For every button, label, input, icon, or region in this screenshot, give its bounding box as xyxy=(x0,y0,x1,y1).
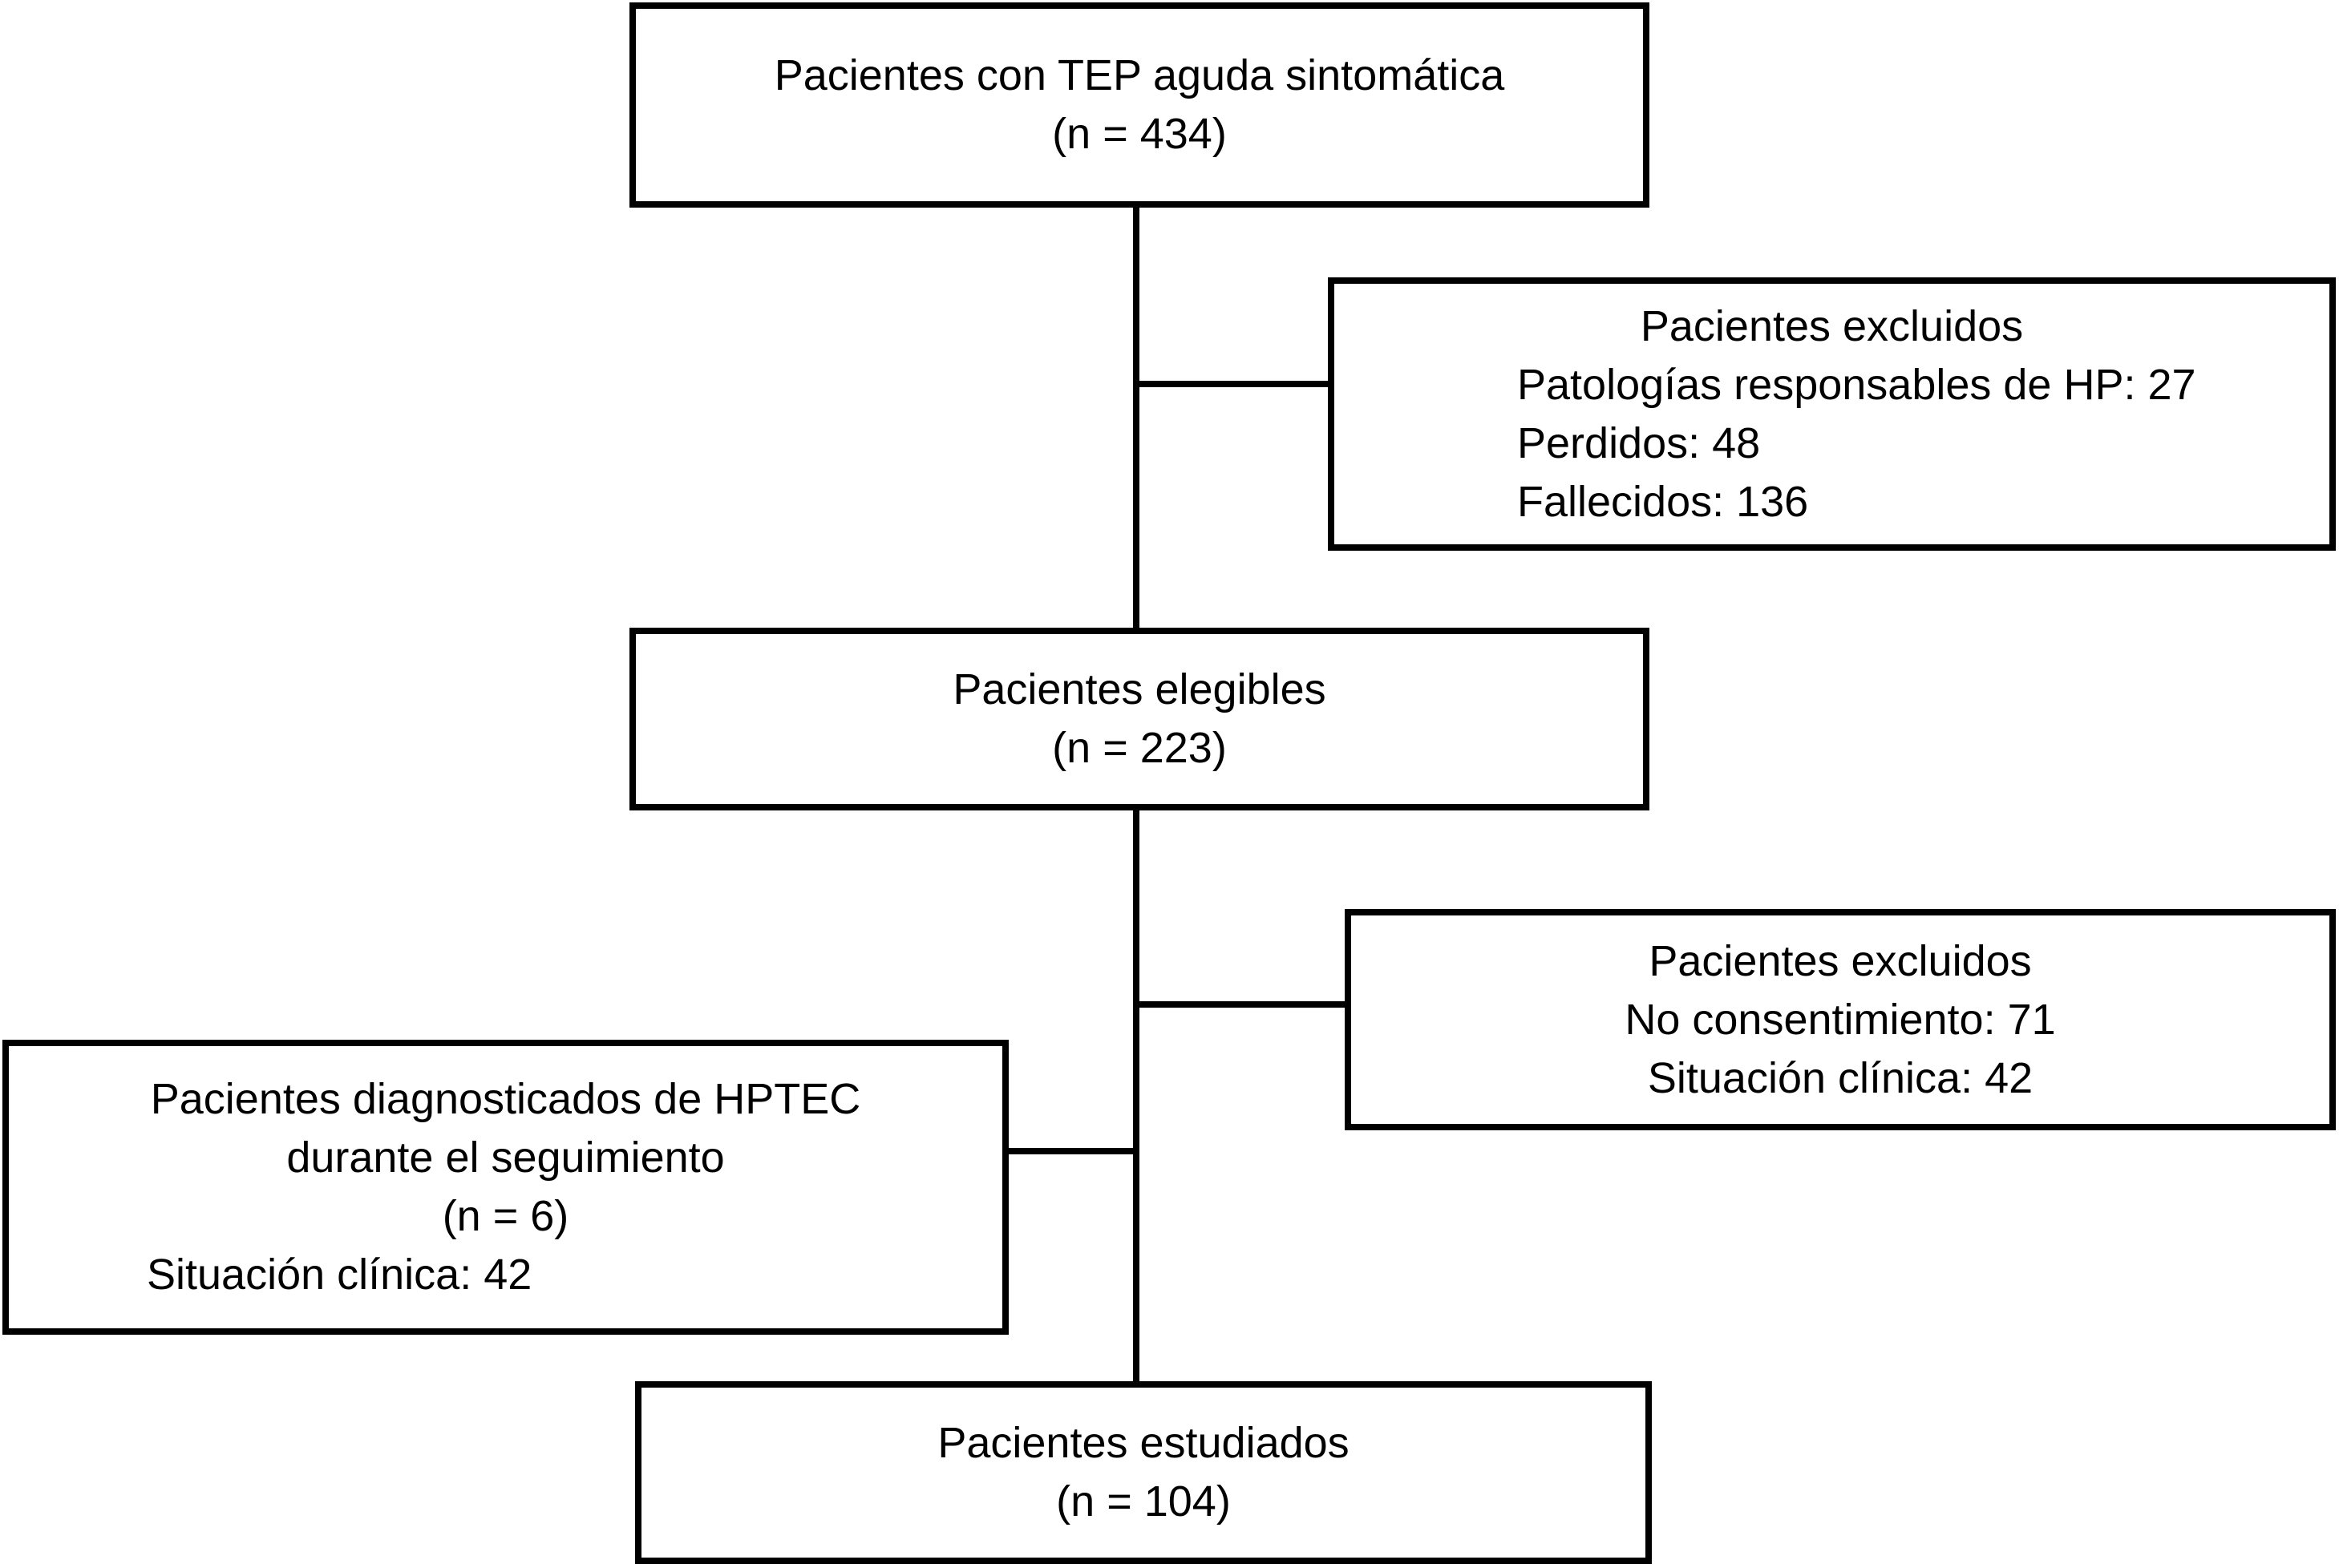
box-excluded-1-items: Patologías responsables de HP: 27 Perdid… xyxy=(1334,356,2329,531)
connector-eligible-to-studied xyxy=(1133,810,1139,1381)
excluded-2-item-no-consent: No consentimiento: 71 xyxy=(1625,995,2056,1044)
box-excluded-2-title: Pacientes excluidos xyxy=(1649,936,2032,985)
box-hptec-diagnosed-label-2: durante el seguimiento xyxy=(286,1134,725,1182)
connector-branch-excluded-2 xyxy=(1136,1001,1351,1008)
excluded-1-item-lost: Perdidos: 48 xyxy=(1517,418,1761,467)
box-studied-patients-label: Pacientes estudiados xyxy=(937,1419,1350,1467)
connector-branch-excluded-1 xyxy=(1136,381,1334,387)
connector-branch-diagnosed xyxy=(1002,1148,1136,1154)
box-eligible-patients: Pacientes elegibles (n = 223) xyxy=(629,628,1649,810)
box-hptec-diagnosed: Pacientes diagnosticados de HPTEC durant… xyxy=(2,1040,1009,1335)
box-hptec-diagnosed-count: (n = 6) xyxy=(442,1192,569,1240)
box-initial-patients-label: Pacientes con TEP aguda sintomática xyxy=(774,51,1505,99)
box-initial-patients-count: (n = 434) xyxy=(1052,110,1227,158)
connector-top-to-eligible xyxy=(1133,208,1139,628)
excluded-1-item-hp: Patologías responsables de HP: 27 xyxy=(1517,360,2196,409)
box-eligible-patients-label: Pacientes elegibles xyxy=(953,665,1326,713)
excluded-1-item-deceased: Fallecidos: 136 xyxy=(1517,477,1809,526)
box-excluded-2: Pacientes excluidos No consentimiento: 7… xyxy=(1345,909,2336,1130)
box-hptec-diagnosed-note: Situación clínica: 42 xyxy=(147,1251,532,1299)
box-hptec-diagnosed-label-1: Pacientes diagnosticados de HPTEC xyxy=(150,1075,861,1123)
box-studied-patients-count: (n = 104) xyxy=(1056,1477,1231,1526)
box-excluded-1: Pacientes excluidos Patologías responsab… xyxy=(1328,277,2336,551)
box-eligible-patients-count: (n = 223) xyxy=(1052,724,1227,772)
box-initial-patients: Pacientes con TEP aguda sintomática (n =… xyxy=(629,2,1649,208)
box-studied-patients: Pacientes estudiados (n = 104) xyxy=(635,1381,1652,1564)
box-excluded-1-title: Pacientes excluidos xyxy=(1640,301,2024,350)
excluded-2-item-clinical: Situación clínica: 42 xyxy=(1647,1053,2033,1102)
